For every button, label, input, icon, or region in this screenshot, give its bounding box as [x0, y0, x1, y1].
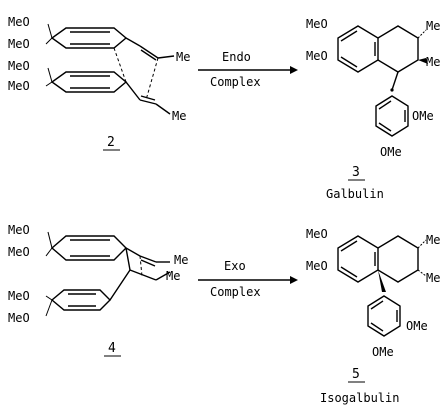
product-3-number: 3: [352, 165, 360, 180]
reaction-arrow-top-head: [290, 66, 298, 74]
reactant-2-number: 2: [107, 135, 115, 150]
product-3-meo-1: MeO: [306, 17, 328, 31]
product-3-me-1: Me: [426, 19, 440, 33]
product-3-ome-1: OMe: [412, 109, 434, 123]
reactant-4-meo-3: MeO: [8, 289, 30, 303]
arrow-bottom-label-complex: Complex: [210, 285, 261, 299]
reactant-2-meo-3: MeO: [8, 59, 30, 73]
reactant-4-meo-1: MeO: [8, 223, 30, 237]
product-5-meo-1: MeO: [306, 227, 328, 241]
product-5-name: Isogalbulin: [320, 391, 399, 405]
reactant-2-meo-4: MeO: [8, 79, 30, 93]
product-5-me-2: Me: [426, 271, 440, 285]
reactant-2-me-1: Me: [176, 50, 190, 64]
reactant-4-me-2: Me: [166, 269, 180, 283]
reactant-4-number: 4: [108, 341, 116, 356]
reactant-2-meo-1: MeO: [8, 15, 30, 29]
reactant-2-meo-2: MeO: [8, 37, 30, 51]
product-5-number: 5: [352, 367, 360, 382]
product-5-me-1: Me: [426, 233, 440, 247]
arrow-top-label-complex: Complex: [210, 75, 261, 89]
reactant-4-meo-4: MeO: [8, 311, 30, 325]
product-3-me-2: Me: [426, 55, 440, 69]
product-5-structure: [337, 235, 427, 337]
product-5-ome-2: OMe: [372, 345, 394, 359]
arrow-top-label-endo: Endo: [222, 50, 251, 64]
product-3-ome-2: OMe: [380, 145, 402, 159]
product-5-meo-2: MeO: [306, 259, 328, 273]
reactant-4-me-1: Me: [174, 253, 188, 267]
product-3-structure: [337, 25, 428, 137]
product-5-ome-1: OMe: [406, 319, 428, 333]
reactant-4-meo-2: MeO: [8, 245, 30, 259]
reactant-2-structure: [45, 23, 175, 115]
reactant-2-me-2: Me: [172, 109, 186, 123]
reaction-arrow-bottom-head: [290, 276, 298, 284]
reactant-4-structure: [45, 231, 171, 317]
product-3-name: Galbulin: [326, 187, 384, 201]
product-3-meo-2: MeO: [306, 49, 328, 63]
arrow-bottom-label-exo: Exo: [224, 259, 246, 273]
